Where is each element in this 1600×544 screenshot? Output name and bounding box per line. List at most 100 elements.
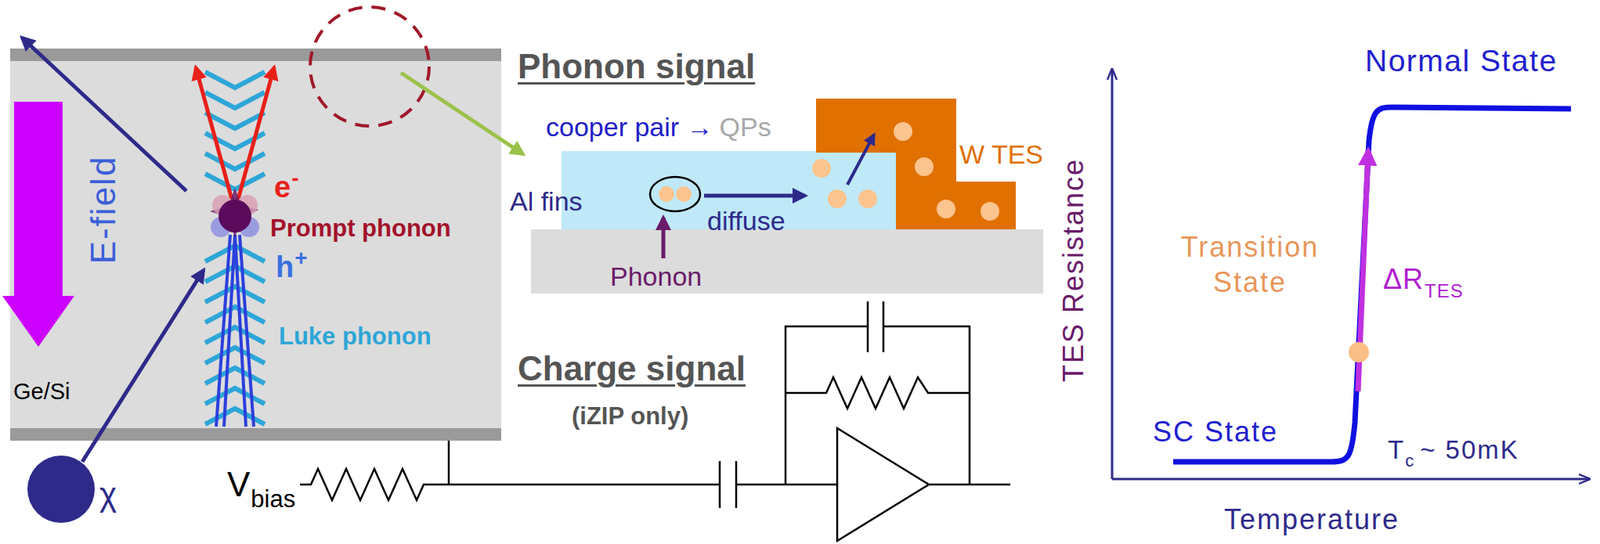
polyline-shape [205, 306, 265, 323]
circle-shape [212, 195, 233, 216]
carrier-label: e [274, 170, 291, 206]
subscript: c [1404, 451, 1414, 471]
subscript: TES [1424, 280, 1464, 303]
polyline-shape [883, 326, 970, 485]
line-shape [882, 301, 885, 353]
line-shape [239, 234, 254, 427]
polyline-shape [205, 388, 265, 405]
circle-shape [936, 199, 956, 219]
polyline-shape [299, 469, 720, 501]
circle-shape [675, 186, 692, 203]
phonon-label: Luke phonon [278, 322, 432, 351]
line-shape [236, 67, 275, 206]
node-text: Ge/Si [13, 379, 71, 405]
circle-shape [858, 189, 878, 209]
line-shape [735, 461, 738, 509]
polyline-shape [205, 112, 265, 129]
section-heading: Charge signal [517, 349, 746, 390]
circle-shape [658, 186, 675, 203]
polyline-shape [205, 347, 265, 364]
dark-matter-particle: χ [27, 455, 95, 524]
delta-r-arrow [1358, 150, 1369, 392]
w-tes-part [895, 152, 957, 230]
polyline-shape [205, 245, 265, 262]
polyline-shape [205, 327, 265, 344]
circle-shape [238, 216, 260, 238]
phonon-label: Prompt phonon [270, 214, 452, 243]
phonon-arrow [661, 217, 666, 259]
delta-label: ΔR [1383, 263, 1424, 296]
line-shape [928, 483, 1011, 487]
field-label: E-field [83, 155, 124, 265]
line-shape [195, 67, 234, 206]
zoom-arrow [400, 72, 524, 155]
diffuse-arrow [704, 194, 806, 199]
circle-shape [218, 199, 252, 233]
circle-shape [980, 202, 1000, 221]
state-label: SC State [1152, 415, 1279, 448]
circle-shape [914, 157, 934, 177]
chart-axes [1112, 70, 1589, 480]
luke-phonon-chevrons [205, 72, 265, 425]
polyline-shape [205, 92, 265, 109]
polyline-shape [785, 377, 970, 409]
efield-arrow [2, 101, 75, 347]
line-shape [736, 483, 838, 487]
polyline-shape [205, 368, 265, 384]
section-heading: Phonon signal [517, 46, 755, 87]
line-shape [234, 234, 246, 427]
substrate [530, 229, 1044, 294]
phonon-label: Phonon [610, 261, 702, 293]
w-tes-part [956, 181, 1016, 230]
circle-shape [210, 216, 232, 238]
circle-shape [812, 158, 831, 178]
state-label: Transition State [1155, 229, 1344, 300]
polygon-shape [209, 187, 259, 239]
polyline-shape [785, 326, 868, 485]
interaction-point [209, 187, 260, 239]
process-label: QPs [719, 111, 772, 143]
line-shape [1112, 478, 1589, 481]
temperature-label: ~ 50mK [1419, 435, 1520, 466]
polyline-shape [205, 153, 265, 170]
cooper-pair [650, 176, 701, 212]
hole-tracks [216, 234, 254, 427]
electron-tracks [195, 67, 275, 206]
node-text: Al fins [509, 186, 583, 217]
line-shape [718, 461, 722, 509]
qp-arrow [847, 134, 875, 185]
process-label: diffuse [707, 205, 786, 237]
polyline-shape [205, 266, 265, 282]
line-shape [866, 301, 870, 353]
node-text: χ [99, 476, 117, 514]
note: (iZIP only) [571, 402, 689, 431]
signal-name: V [227, 465, 250, 506]
zoom-circle [310, 7, 430, 127]
line-shape [216, 234, 231, 427]
circle-shape [893, 122, 913, 141]
polyline-shape [205, 133, 265, 149]
node-text: W TES [959, 139, 1044, 170]
axis-title: Temperature [1224, 503, 1400, 536]
line-shape [447, 440, 451, 485]
axis-title: TES Resistance [1057, 158, 1090, 383]
polygon-shape [837, 428, 929, 542]
w-tes: W TES [816, 98, 957, 153]
polyline-shape [205, 408, 265, 425]
carrier-label: h [275, 250, 294, 286]
line-shape [223, 234, 235, 427]
operating-point [1348, 342, 1369, 363]
particle-track [82, 270, 204, 463]
polyline-shape [205, 173, 265, 190]
process-label: cooper pair → [545, 111, 714, 143]
subscript: bias [250, 485, 296, 514]
circle-shape [827, 189, 847, 209]
charge-sign: - [291, 166, 299, 192]
temperature-label: T [1387, 435, 1405, 466]
line-shape [1111, 70, 1114, 480]
polyline-shape [205, 286, 265, 303]
charge-sign: + [294, 245, 307, 271]
circle-shape [237, 195, 258, 216]
quasiparticles [812, 122, 1000, 221]
